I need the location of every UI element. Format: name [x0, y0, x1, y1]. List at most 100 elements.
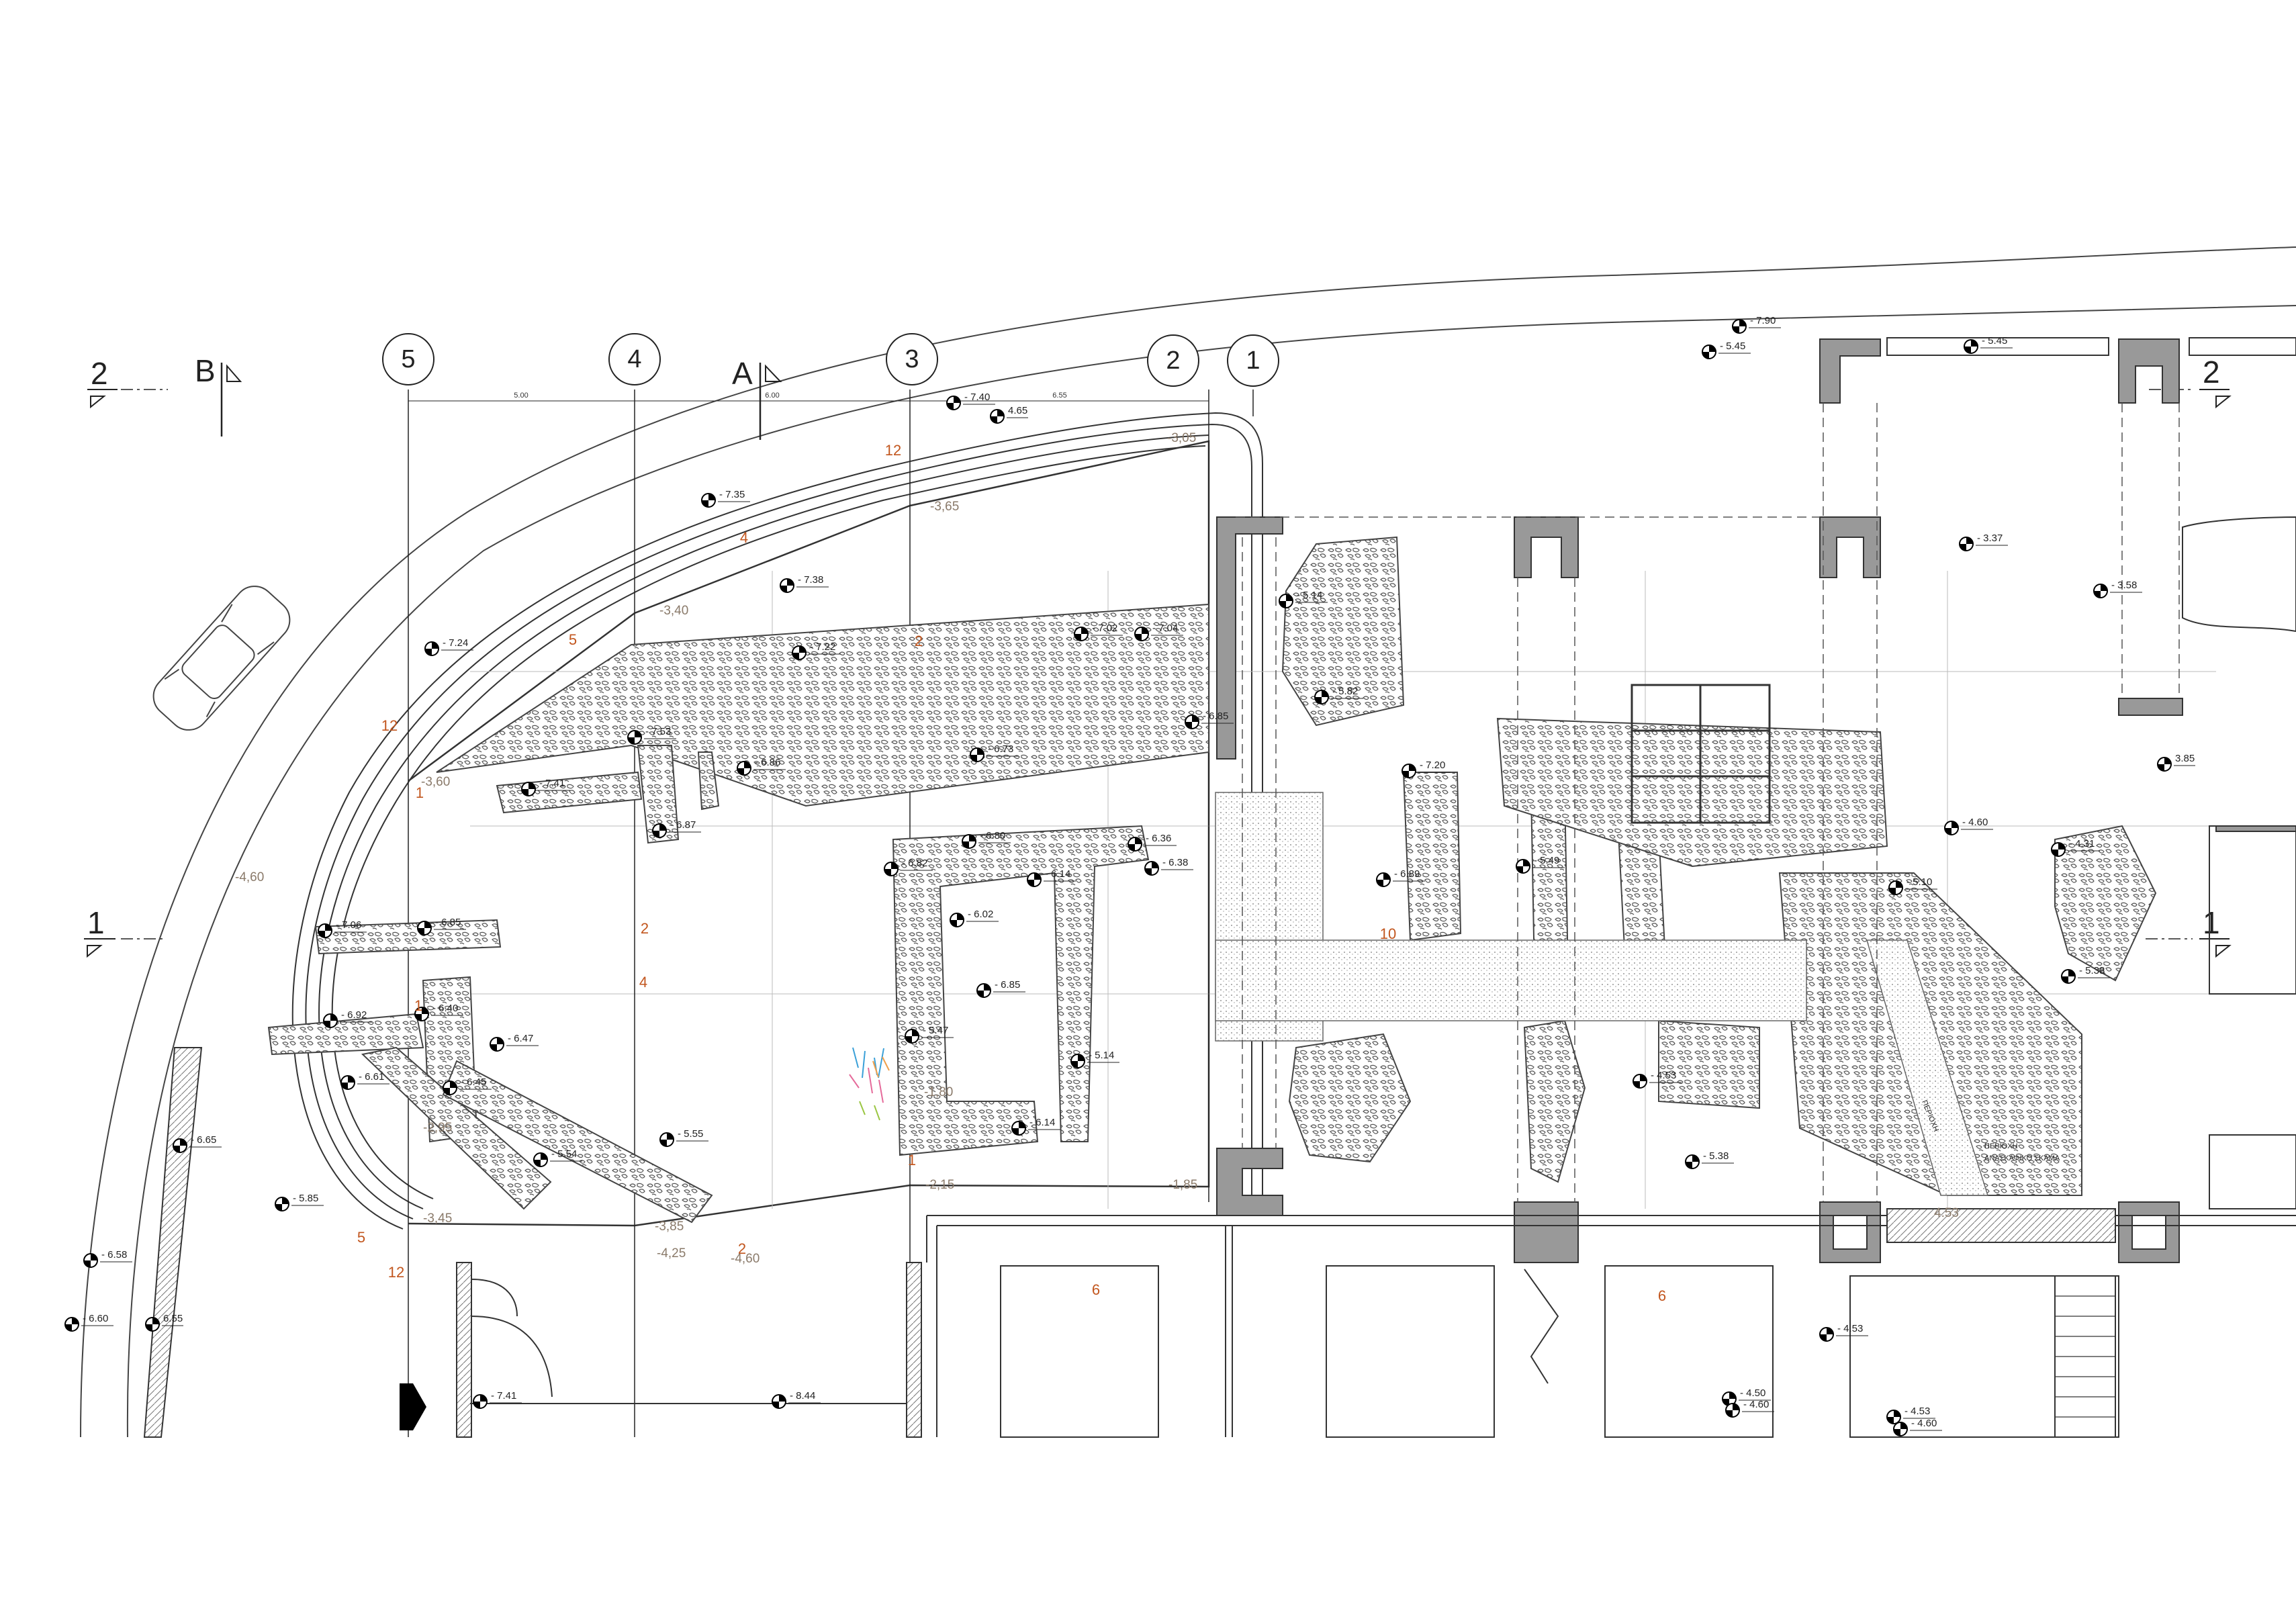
- elevation-marker-icon: - 6.38: [1144, 857, 1193, 876]
- elevation-label: - 5.47: [923, 1025, 948, 1036]
- elevation-marker-icon: - 5.38: [2061, 965, 2110, 984]
- level-annotation: -3,05: [1167, 431, 1196, 445]
- grid-axes: [408, 389, 1254, 1437]
- svg-text:1: 1: [87, 905, 105, 940]
- elevation-label: - 3.58: [2111, 580, 2137, 591]
- elevation-marker-icon: - 5.82: [1314, 686, 1363, 704]
- elevation-label: - 4.31: [2069, 838, 2095, 850]
- elevation-label: - 7.22: [810, 641, 835, 653]
- window-frame: [1631, 684, 1771, 824]
- elevation-marker-icon: - 4.60: [1725, 1399, 1774, 1418]
- elevation-marker-icon: - 7.53: [627, 726, 676, 745]
- elevation-label: - 6.89: [1394, 868, 1420, 880]
- elevation-marker-icon: - 6.14: [1027, 868, 1076, 887]
- elevation-marker-icon: - 4.60: [1944, 817, 1993, 835]
- elevation-marker-icon: - 7.02: [1074, 623, 1123, 641]
- elevation-marker-icon: - 6.87: [652, 819, 701, 838]
- level-annotation: -3,85: [655, 1220, 684, 1234]
- elevation-label: - 6.85: [435, 917, 461, 928]
- sequence-number: 4: [740, 529, 748, 546]
- site-boundary: [80, 246, 2296, 1438]
- elevation-label: - 6.85: [995, 979, 1020, 991]
- level-annotation: -3,65: [930, 500, 959, 514]
- elevation-marker-icon: - 5.54: [533, 1148, 582, 1167]
- elevation-label: - 6.80: [980, 830, 1005, 841]
- elevation-marker-icon: - 7.22: [792, 641, 841, 660]
- elevation-label: - 5.45: [1720, 340, 1745, 352]
- elevation-marker-icon: - 5.10: [1888, 876, 1937, 895]
- dim-3-2: 6.55: [1052, 392, 1066, 400]
- level-annotation: -1,85: [1168, 1178, 1197, 1192]
- section-mark-1-right: 1: [2146, 905, 2232, 958]
- elevation-marker-icon: - 5.47: [905, 1025, 954, 1044]
- grid-label-4: 4: [627, 345, 641, 373]
- elevation-marker-icon: - 3.58: [2093, 580, 2142, 598]
- elevation-label: - 4.53: [1651, 1070, 1676, 1081]
- elevation-label: - 4.50: [1740, 1387, 1765, 1399]
- elevation-label: - 4.53: [1904, 1406, 1930, 1417]
- svg-text:2: 2: [91, 356, 108, 391]
- elevation-marker-icon: - 5.45: [1964, 335, 2013, 354]
- elevation-marker-icon: - 7.90: [1732, 315, 1781, 334]
- elevation-label: - 8.44: [790, 1390, 815, 1402]
- elevation-label: - 4.60: [1743, 1399, 1769, 1410]
- grid-label-5: 5: [401, 345, 415, 373]
- elevation-marker-icon: - 6.02: [950, 909, 999, 927]
- elevation-label: - 6.14: [1029, 1117, 1055, 1128]
- elevation-marker-icon: 6.55: [145, 1313, 183, 1332]
- elevation-marker-icon: - 6.45: [443, 1076, 492, 1095]
- elevation-marker-icon: - 6.47: [490, 1033, 539, 1052]
- svg-text:1: 1: [2203, 905, 2220, 940]
- svg-text:B: B: [195, 353, 216, 388]
- level-annotation: -3,60: [421, 775, 450, 789]
- elevation-label: - 4.60: [1962, 817, 1988, 828]
- dim-5-4: 5.00: [514, 392, 528, 400]
- elevation-marker-icon: - 6.14: [1011, 1117, 1060, 1136]
- elevation-marker-icon: - 6.61: [340, 1071, 389, 1090]
- elevation-label: - 6.14: [1045, 868, 1070, 880]
- elevation-marker-icon: - 4.53: [1633, 1070, 1682, 1089]
- elevation-label: - 4.60: [1911, 1418, 1937, 1429]
- elevation-label: - 6.36: [1146, 833, 1171, 844]
- elevation-marker-icon: - 7.41: [521, 778, 570, 796]
- elevation-label: - 6.87: [670, 819, 696, 831]
- grid-label-1: 1: [1246, 347, 1260, 375]
- elevation-markers: - 7.90- 5.45- 5.45- 7.404.65- 7.35- 7.38…: [64, 315, 2195, 1436]
- elevation-marker-icon: - 4.50: [1722, 1387, 1771, 1406]
- level-annotation: 4.53: [1934, 1206, 1959, 1220]
- elevation-label: - 5.85: [293, 1193, 318, 1204]
- elevation-label: - 7.38: [798, 574, 823, 586]
- elevation-marker-icon: - 5.38: [1685, 1150, 1734, 1169]
- grid-bubble-4: 4: [608, 333, 661, 385]
- elevation-marker-icon: - 6.86: [737, 757, 786, 776]
- elevation-label: - 6.92: [341, 1009, 367, 1021]
- sequence-number: 5: [357, 1229, 365, 1246]
- elevation-marker-icon: - 7.35: [701, 489, 750, 508]
- building-rooms: [926, 337, 2296, 1438]
- elevation-marker-icon: - 7.24: [424, 637, 473, 656]
- elevation-label: - 6.40: [432, 1003, 458, 1014]
- level-annotation: -2,15: [925, 1178, 954, 1192]
- elevation-label: - 7.41: [491, 1390, 516, 1402]
- elevation-marker-icon: - 5.14: [1279, 590, 1328, 608]
- section-mark-b: B: [195, 353, 242, 437]
- elevation-label: - 5.82: [1332, 686, 1358, 697]
- sequence-number: 12: [388, 1264, 404, 1281]
- sequence-number: 1: [908, 1152, 916, 1168]
- elevation-label: 6.55: [163, 1313, 183, 1324]
- elevation-label: - 6.86: [755, 757, 780, 768]
- level-annotations: -3,05-3,65-3,40-3,60-4,60-2,95-3,45-3,85…: [235, 431, 1959, 1266]
- elevation-label: - 5.55: [678, 1128, 703, 1140]
- elevation-label: 3.85: [2175, 753, 2195, 764]
- elevation-label: - 5.49: [1534, 855, 1559, 866]
- section-mark-2-right: 2: [2149, 355, 2232, 409]
- elevation-marker-icon: - 6.40: [414, 1003, 463, 1021]
- sequence-number: 2: [915, 633, 923, 649]
- level-annotation: -4,60: [731, 1252, 760, 1266]
- north-arrow-icon: [400, 1383, 426, 1430]
- section-mark-1-left: 1: [84, 905, 165, 958]
- svg-text:A: A: [732, 356, 753, 391]
- sequence-number: 1: [414, 997, 422, 1014]
